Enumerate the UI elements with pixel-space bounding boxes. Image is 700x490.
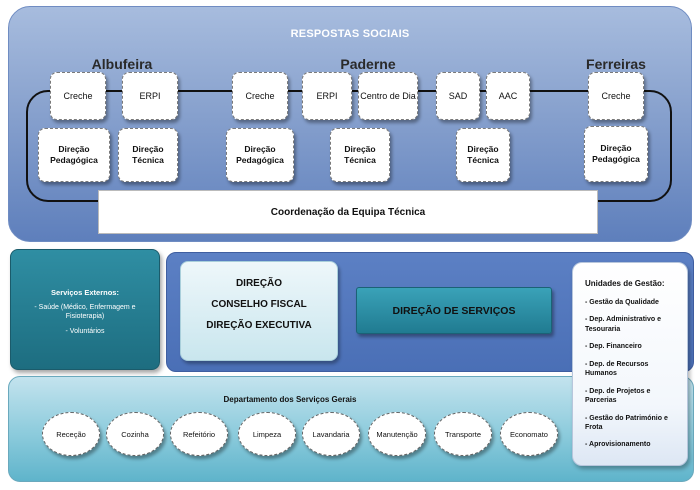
direcao-de-servicos-box: DIREÇÃO DE SERVIÇOS (356, 287, 552, 334)
group-title-paderne: Paderne (340, 56, 396, 72)
respostas-sociais-title: RESPOSTAS SOCIAIS (290, 28, 410, 40)
oval-transporte: Transporte (434, 412, 492, 456)
oval-manutencao: Manutenção (368, 412, 426, 456)
unidade-dep-projetos: - Dep. de Projetos e Parcerias (585, 387, 651, 405)
oval-economato: Economato (500, 412, 558, 456)
box-centro-de-dia: Centro de Dia (358, 72, 418, 120)
box-creche-paderne: Creche (232, 72, 288, 120)
unidades-de-gestao-panel: Unidades de Gestão: - Gestão da Qualidad… (572, 262, 688, 466)
box-creche-albufeira: Creche (50, 72, 106, 120)
servicos-externos-title: Serviços Externos: (51, 288, 119, 297)
servicos-externos-panel: Serviços Externos: - Saúde (Médico, Enfe… (10, 249, 160, 370)
servicos-gerais-title: Departamento dos Serviços Gerais (223, 395, 357, 404)
unidade-dep-administrativo: - Dep. Administrativo e Tesouraria (585, 316, 661, 333)
group-title-ferreiras: Ferreiras (586, 56, 646, 72)
oval-rececao: Receção (42, 412, 100, 456)
servicos-externos-item-voluntarios: - Voluntários (65, 328, 105, 336)
direcao-executiva-label: DIREÇÃO EXECUTIVA (206, 320, 312, 331)
conselho-fiscal-label: CONSELHO FISCAL (211, 299, 307, 310)
unidade-dep-recursos-humanos: - Dep. de Recursos Humanos (585, 360, 649, 378)
direcao-label: DIREÇÃO (235, 278, 283, 289)
group-title-albufeira: Albufeira (91, 56, 153, 72)
box-aac: AAC (486, 72, 530, 120)
oval-cozinha: Cozinha (106, 412, 164, 456)
box-erpi-albufeira: ERPI (122, 72, 178, 120)
unidade-aprovisionamento: - Aprovisionamento (585, 441, 651, 449)
oval-limpeza: Limpeza (238, 412, 296, 456)
box-creche-ferreiras: Creche (588, 72, 644, 120)
unidade-gestao-qualidade: - Gestão da Qualidade (585, 299, 659, 306)
box-sad: SAD (436, 72, 480, 120)
coordenacao-equipa-tecnica: Coordenação da Equipa Técnica (98, 190, 598, 234)
box-erpi-paderne: ERPI (302, 72, 352, 120)
unidades-de-gestao-title: Unidades de Gestão: (585, 279, 665, 288)
oval-refeitorio: Refeitório (170, 412, 228, 456)
unidade-dep-financeiro: - Dep. Financeiro (585, 343, 642, 351)
servicos-externos-item-saude: - Saúde (Médico, Enfermagem e Fisioterap… (34, 304, 136, 321)
direcao-box: DIREÇÃO CONSELHO FISCAL DIREÇÃO EXECUTIV… (180, 261, 338, 361)
oval-lavandaria: Lavandaria (302, 412, 360, 456)
unidade-gestao-patrimonio: - Gestão do Património e Frota (585, 414, 668, 431)
